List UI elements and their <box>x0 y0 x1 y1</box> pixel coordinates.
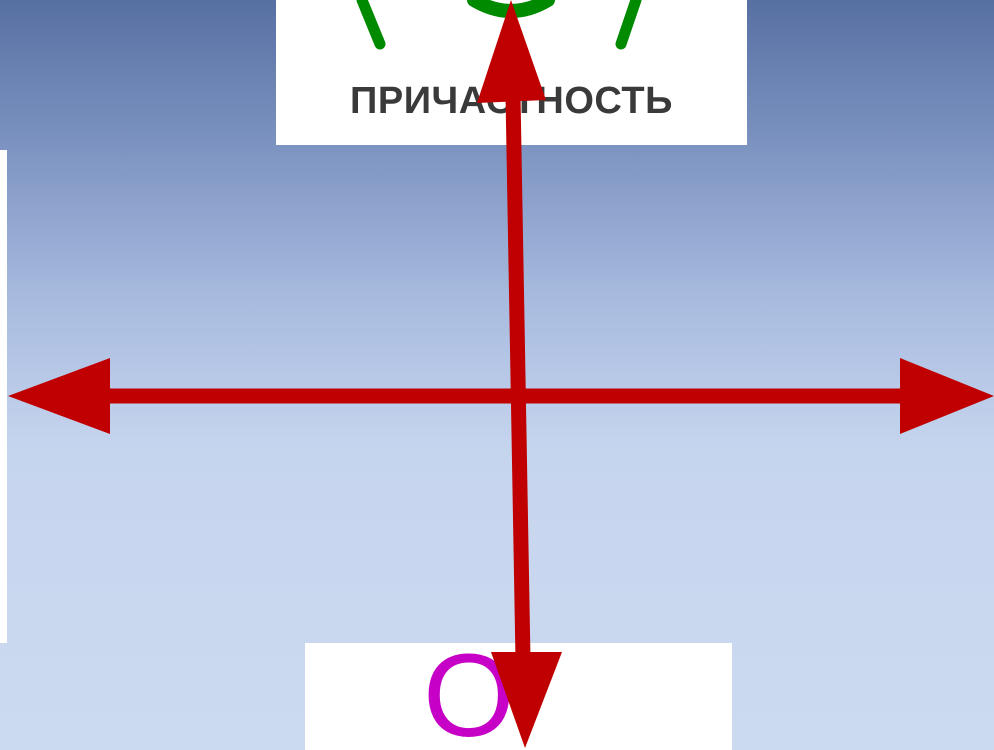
bottom-card: О <box>305 643 732 750</box>
vertical-arrow-shaft <box>505 94 531 661</box>
left-edge-panel <box>0 150 7 643</box>
up-arrowhead <box>477 0 546 103</box>
left-arrowhead <box>8 358 110 434</box>
down-arrowhead <box>491 652 562 748</box>
right-arrowhead <box>900 358 994 434</box>
